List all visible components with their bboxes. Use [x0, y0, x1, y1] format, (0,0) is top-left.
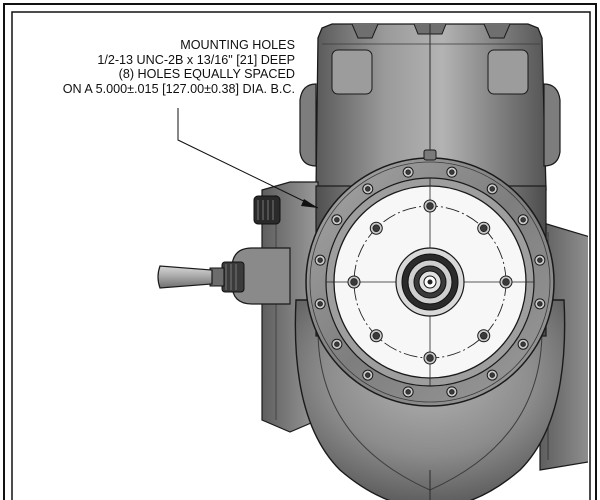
- sheet-border-inner: [11, 11, 591, 500]
- perimeter-bolt: [362, 369, 374, 381]
- perimeter-bolt: [534, 254, 546, 266]
- perimeter-bolt: [362, 183, 374, 195]
- mounting-holes-note: MOUNTING HOLES 1/2-13 UNC-2B x 13/16" [2…: [63, 38, 295, 96]
- perimeter-bolt: [402, 166, 414, 178]
- mounting-hole: [477, 329, 491, 343]
- mounting-hole: [423, 199, 437, 213]
- perimeter-bolt: [331, 214, 343, 226]
- sheet-border-outer: [3, 3, 597, 500]
- note-line-3: (8) HOLES EQUALLY SPACED: [118, 67, 295, 82]
- note-line-1: MOUNTING HOLES: [180, 38, 295, 52]
- perimeter-bolt: [314, 254, 326, 266]
- mounting-hole: [369, 221, 383, 235]
- perimeter-bolt: [517, 338, 529, 350]
- manual-lever-handle: [157, 265, 213, 289]
- perimeter-bolt: [402, 386, 414, 398]
- perimeter-bolt: [314, 298, 326, 310]
- mounting-hole: [423, 351, 437, 365]
- perimeter-bolt: [534, 298, 546, 310]
- perimeter-bolt: [331, 338, 343, 350]
- lever-hub: [231, 247, 291, 305]
- mounting-hole: [477, 221, 491, 235]
- actuator-body: [157, 23, 588, 500]
- note-line-2: 1/2-13 UNC-2B x 13/16" [21] DEEP: [97, 52, 295, 67]
- center-hub: [395, 247, 465, 317]
- perimeter-bolt: [446, 166, 458, 178]
- mounting-hole: [369, 329, 383, 343]
- mounting-holes: [347, 199, 513, 365]
- callout-leader: [177, 108, 319, 209]
- mounting-hole: [499, 275, 513, 289]
- perimeter-bolts: [314, 166, 546, 398]
- note-line-4: ON A 5.000±.015 [127.00±0.38] DIA. B.C.: [62, 81, 295, 96]
- perimeter-bolt: [446, 386, 458, 398]
- perimeter-bolt: [486, 183, 498, 195]
- perimeter-bolt: [517, 214, 529, 226]
- perimeter-bolt: [486, 369, 498, 381]
- mounting-hole: [347, 275, 361, 289]
